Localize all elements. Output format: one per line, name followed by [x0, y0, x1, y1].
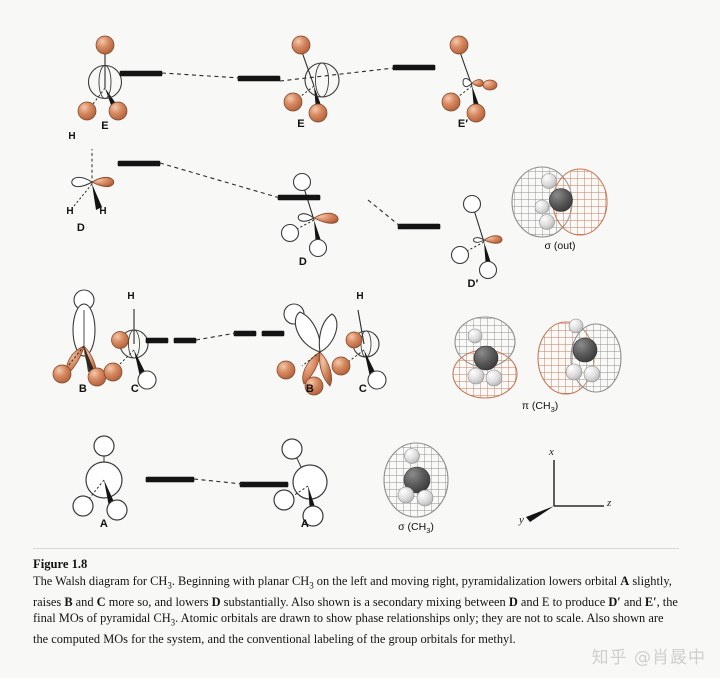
- level-a-right: [240, 482, 288, 487]
- orbital-label-b-left: B: [78, 383, 88, 395]
- orbital-label-c-left: C: [130, 383, 140, 395]
- h-label-d-left-top: H: [68, 131, 76, 142]
- sigma-ch3-label-sub: 3: [426, 526, 431, 536]
- orbital-label-a-right: A: [300, 518, 310, 530]
- orbital-e-prime: [441, 35, 498, 123]
- level-e-middle: [238, 76, 280, 81]
- orbital-label-c-right: C: [358, 383, 368, 395]
- orbital-b-right: [276, 303, 338, 396]
- orbital-label-d-middle: D: [298, 256, 308, 268]
- level-bc-right-1: [234, 331, 256, 336]
- h-label-d-left-lower-right: H: [99, 206, 107, 217]
- orbital-label-e-prime: E′: [457, 118, 469, 130]
- orbital-a-left: [72, 435, 128, 521]
- figure-number: Figure 1.8: [33, 557, 88, 571]
- computed-mo-pi-left: [452, 316, 518, 399]
- leader-e-1: [161, 72, 241, 79]
- watermark: 知乎 @肖晸中: [591, 648, 706, 668]
- axis-label-z: z: [607, 497, 612, 509]
- axis-key: [526, 460, 604, 522]
- computed-mo-sigma-ch3: [383, 442, 449, 518]
- level-bc-left-2: [174, 338, 196, 343]
- level-d-middle: [278, 195, 320, 200]
- level-e-right: [393, 65, 435, 70]
- h-label-c-left: H: [127, 291, 135, 302]
- h-label-c-right: H: [356, 291, 364, 302]
- orbital-d-middle: [280, 172, 339, 258]
- orbital-a-right: [273, 438, 328, 527]
- h-label-d-left-lower-left: H: [66, 206, 74, 217]
- computed-mo-label-sigma-out: σ (out): [544, 240, 576, 252]
- orbital-label-d-prime: D′: [467, 278, 479, 290]
- pi-label-pre: π (CH: [521, 400, 551, 412]
- level-bc-left-1: [146, 338, 168, 343]
- computed-mo-sigma-out: [511, 166, 608, 238]
- orbital-c-right: [331, 309, 387, 390]
- leader-e-2: [279, 67, 395, 82]
- figure-caption-body: The Walsh diagram for CH3. Beginning wit…: [33, 574, 678, 646]
- orbital-c-left: [103, 309, 157, 390]
- pi-label-sub: 3: [550, 405, 555, 415]
- computed-mo-label-sigma-ch3: σ (CH3): [360, 521, 472, 535]
- orbital-d-prime: [450, 194, 503, 280]
- leader-d-2: [367, 199, 401, 227]
- orbital-label-e-middle: E: [297, 118, 305, 130]
- caption-divider: [33, 548, 679, 549]
- computed-mo-pi-right: [537, 318, 622, 395]
- figure-caption: Figure 1.8 The Walsh diagram for CH3. Be…: [33, 556, 679, 647]
- axis-label-y: y: [519, 514, 524, 526]
- orbital-b-left: [52, 289, 107, 387]
- orbital-e-left: [77, 35, 128, 121]
- sigma-ch3-label-post: ): [430, 521, 434, 533]
- pi-label-post: ): [554, 400, 559, 412]
- level-a-left: [146, 477, 194, 482]
- orbital-d-left: [71, 149, 115, 210]
- orbital-label-d-left: D: [76, 222, 86, 234]
- axis-label-x: x: [549, 446, 554, 458]
- computed-mo-label-pi-ch3: π (CH3): [480, 400, 600, 414]
- orbital-label-e-left: E: [101, 120, 109, 132]
- orbital-label-a-left: A: [99, 518, 109, 530]
- level-d-left: [118, 161, 160, 166]
- leader-bc: [195, 332, 237, 341]
- level-e-left: [120, 71, 162, 76]
- leader-d-1: [159, 162, 281, 199]
- orbital-e-middle: [283, 35, 340, 123]
- level-d-right: [398, 224, 440, 229]
- orbital-label-b-right: B: [305, 383, 315, 395]
- sigma-ch3-label-pre: σ (CH: [398, 521, 427, 533]
- leader-a: [193, 478, 243, 485]
- level-bc-right-2: [262, 331, 284, 336]
